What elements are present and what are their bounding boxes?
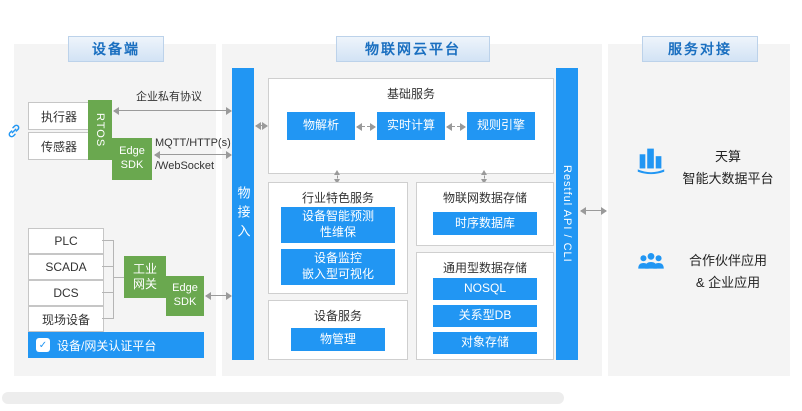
- platform-section-header: 物联网云平台: [336, 36, 490, 62]
- connector-line: [102, 240, 113, 241]
- device-monitor-visualization-box: 设备监控 嵌入型可视化: [281, 249, 395, 285]
- realtime-compute-box: 实时计算: [377, 112, 445, 140]
- arrow-mqtt-websocket: [154, 151, 232, 159]
- arrow-private-protocol: [113, 107, 232, 115]
- field-device-box: 现场设备: [28, 306, 104, 332]
- auth-platform-label: 设备/网关认证平台: [57, 338, 157, 353]
- dcs-box: DCS: [28, 280, 104, 306]
- connector-line: [102, 292, 113, 293]
- relational-db-box: 关系型DB: [433, 305, 537, 327]
- auth-platform-bar: ✓ 设备/网关认证平台: [28, 332, 204, 358]
- arrow-api-services: [580, 207, 607, 215]
- sensor-box: 传感器: [28, 132, 90, 160]
- mqtt-label: MQTT/HTTP(s): [155, 137, 231, 149]
- general-storage-group: 通用型数据存储 NOSQL 关系型DB 对象存储: [416, 252, 554, 360]
- shield-check-icon: ✓: [36, 338, 50, 352]
- service-panel: [608, 44, 790, 376]
- device-services-group: 设备服务 物管理: [268, 300, 408, 360]
- iot-storage-title: 物联网数据存储: [442, 191, 527, 205]
- nosql-box: NOSQL: [433, 278, 537, 300]
- device-section-header: 设备端: [68, 36, 164, 62]
- connector-bus-line: [113, 240, 114, 319]
- plc-box: PLC: [28, 228, 104, 254]
- horizontal-scrollbar-thumb[interactable]: [2, 392, 564, 404]
- scada-box: SCADA: [28, 254, 104, 280]
- iot-storage-group: 物联网数据存储 时序数据库: [416, 182, 554, 246]
- thing-access-bar: 物接入: [232, 68, 254, 360]
- bigdata-platform-label: 天算 智能大数据平台: [682, 149, 774, 187]
- restful-api-cli-bar: Restful API / CLI: [556, 68, 578, 360]
- connector-line: [102, 266, 113, 267]
- bigdata-platform-icon: [634, 142, 668, 176]
- connector-line: [102, 318, 113, 319]
- device-services-title: 设备服务: [313, 309, 362, 323]
- arrow-parse-compute: [356, 123, 376, 131]
- connector-base-industry: [334, 170, 340, 184]
- base-services-group: 基础服务 物解析 实时计算 规则引擎: [268, 78, 554, 174]
- thing-management-box: 物管理: [291, 328, 385, 351]
- base-services-title: 基础服务: [386, 87, 435, 101]
- general-storage-title: 通用型数据存储: [442, 261, 527, 275]
- partner-apps-label: 合作伙伴应用 & 企业应用: [688, 253, 767, 291]
- rtos-bar: RTOS: [88, 100, 112, 160]
- websocket-label: /WebSocket: [155, 160, 215, 172]
- connector-line: [113, 277, 124, 278]
- connector-base-storage: [481, 170, 487, 184]
- partner-apps-icon: [634, 246, 668, 280]
- private-protocol-label: 企业私有协议: [136, 91, 202, 103]
- arrow-access-base: [255, 122, 268, 130]
- edge-sdk-top-box: Edge SDK: [112, 138, 152, 180]
- rule-engine-box: 规则引擎: [467, 112, 535, 140]
- industrial-gateway-box: 工业 网关: [124, 256, 166, 298]
- edge-sdk-bottom-box: Edge SDK: [166, 276, 204, 316]
- industry-services-group: 行业特色服务 设备智能预测 性维保 设备监控 嵌入型可视化: [268, 182, 408, 294]
- service-section-header: 服务对接: [642, 36, 758, 62]
- link-icon: [6, 123, 22, 139]
- actuator-box: 执行器: [28, 102, 90, 130]
- timeseries-db-box: 时序数据库: [433, 212, 537, 235]
- arrow-compute-rule: [446, 123, 466, 131]
- arrow-gateway-access: [205, 292, 232, 300]
- object-storage-box: 对象存储: [433, 332, 537, 354]
- predictive-maintenance-box: 设备智能预测 性维保: [281, 207, 395, 243]
- industry-services-title: 行业特色服务: [301, 191, 374, 205]
- thing-parsing-box: 物解析: [287, 112, 355, 140]
